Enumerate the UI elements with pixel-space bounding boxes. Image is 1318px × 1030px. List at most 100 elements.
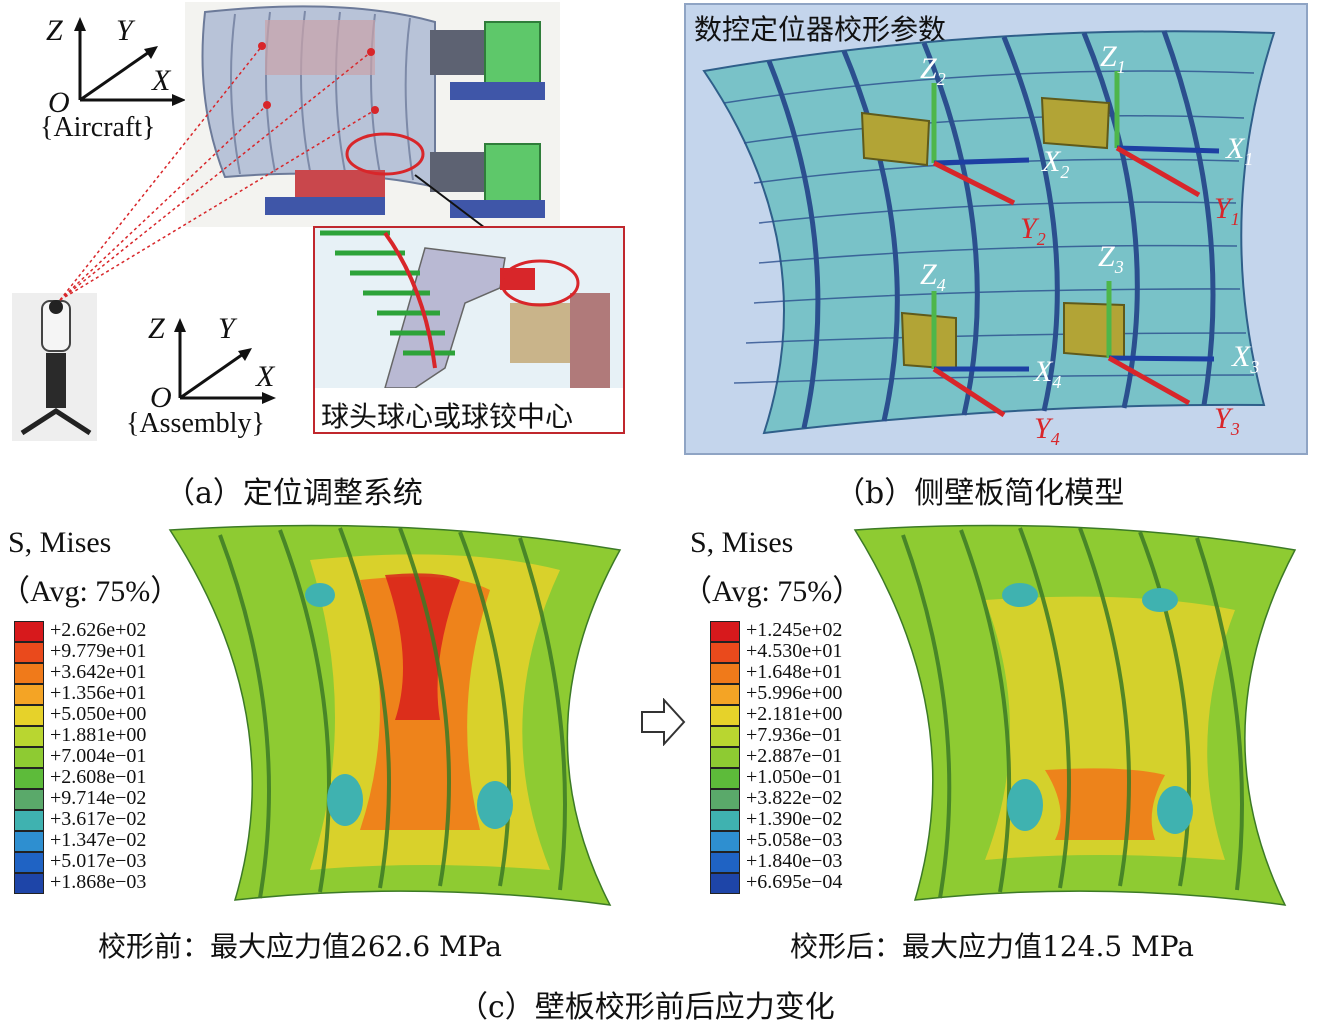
- legend-value: +3.642e+01: [50, 661, 147, 683]
- legend-value: +1.347e−02: [50, 829, 147, 851]
- legend-swatch: [710, 873, 740, 894]
- legend-row: +1.356e+01: [14, 682, 184, 705]
- before-legend-title: S, Mises: [8, 526, 112, 559]
- aircraft-o-label: O: [48, 86, 70, 119]
- legend-value: +2.608e−01: [50, 766, 147, 788]
- legend-row: +5.017e−03: [14, 850, 184, 873]
- legend-swatch: [710, 768, 740, 789]
- legend-row: +1.050e−01: [710, 766, 880, 789]
- legend-swatch: [14, 852, 44, 873]
- before-stress-contour: [168, 524, 622, 906]
- legend-row: +2.626e+02: [14, 619, 184, 642]
- after-legend-avg: （Avg: 75%）: [682, 575, 863, 608]
- frame1-z-label: Z1: [1100, 40, 1126, 77]
- legend-swatch: [14, 873, 44, 894]
- legend-value: +1.390e−02: [746, 808, 843, 830]
- legend-value: +1.868e−03: [50, 871, 147, 893]
- measurement-lines: [59, 45, 498, 301]
- panel-b-title: 数控定位器校形参数: [694, 13, 947, 46]
- fixture-assembly-render: [185, 2, 560, 227]
- legend-swatch: [14, 726, 44, 747]
- legend-value: +3.617e−02: [50, 808, 147, 830]
- assembly-frame-axes: [174, 318, 276, 404]
- legend-swatch: [710, 705, 740, 726]
- frame2-z-label: Z2: [920, 52, 946, 89]
- aircraft-y-label: Y: [116, 14, 133, 47]
- frame3-x-label: X3: [1232, 340, 1260, 377]
- legend-value: +1.648e+01: [746, 661, 843, 683]
- frame4-y-label: Y4: [1034, 412, 1060, 449]
- legend-swatch: [14, 621, 44, 642]
- panel-c-caption: （c）壁板校形前后应力变化: [458, 990, 835, 1025]
- legend-swatch: [14, 831, 44, 852]
- legend-value: +6.695e−04: [746, 871, 843, 893]
- legend-row: +4.530e+01: [710, 640, 880, 663]
- legend-swatch: [14, 789, 44, 810]
- after-result-text: 校形后：最大应力值124.5 MPa: [790, 930, 1195, 963]
- legend-value: +1.356e+01: [50, 682, 147, 704]
- legend-swatch: [710, 810, 740, 831]
- right-arrow-icon: [641, 698, 686, 746]
- frame2-y-label: Y2: [1020, 212, 1046, 249]
- after-legend-title: S, Mises: [690, 526, 794, 559]
- laser-tracker-render: [12, 293, 97, 441]
- legend-swatch: [14, 663, 44, 684]
- legend-row: +7.004e−01: [14, 745, 184, 768]
- legend-row: +7.936e−01: [710, 724, 880, 747]
- legend-row: +2.608e−01: [14, 766, 184, 789]
- legend-row: +2.181e+00: [710, 703, 880, 726]
- legend-row: +5.058e−03: [710, 829, 880, 852]
- legend-row: +2.887e−01: [710, 745, 880, 768]
- after-stress-contour: [853, 524, 1297, 906]
- assembly-frame-name: {Assembly}: [126, 408, 265, 439]
- legend-value: +7.936e−01: [746, 724, 843, 746]
- assembly-y-label: Y: [218, 312, 235, 345]
- legend-swatch: [14, 810, 44, 831]
- legend-value: +1.840e−03: [746, 850, 843, 872]
- aircraft-z-label: Z: [46, 14, 63, 47]
- legend-swatch: [14, 642, 44, 663]
- legend-value: +7.004e−01: [50, 745, 147, 767]
- legend-value: +1.881e+00: [50, 724, 147, 746]
- legend-value: +4.530e+01: [746, 640, 843, 662]
- legend-row: +1.347e−02: [14, 829, 184, 852]
- legend-value: +1.245e+02: [746, 619, 843, 641]
- legend-swatch: [710, 852, 740, 873]
- legend-value: +5.050e+00: [50, 703, 147, 725]
- legend-swatch: [710, 621, 740, 642]
- inset-caption: 球头球心或球铰中心: [321, 400, 574, 433]
- legend-row: +1.840e−03: [710, 850, 880, 873]
- legend-swatch: [710, 684, 740, 705]
- legend-row: +1.881e+00: [14, 724, 184, 747]
- aircraft-frame-axes: [74, 17, 186, 106]
- legend-value: +2.626e+02: [50, 619, 147, 641]
- inset-render: [315, 228, 623, 388]
- legend-row: +1.245e+02: [710, 619, 880, 642]
- legend-swatch: [710, 831, 740, 852]
- legend-swatch: [14, 684, 44, 705]
- legend-swatch: [710, 789, 740, 810]
- legend-row: +9.714e−02: [14, 787, 184, 810]
- legend-row: +1.648e+01: [710, 661, 880, 684]
- frame4-x-label: X4: [1034, 355, 1062, 392]
- legend-row: +5.996e+00: [710, 682, 880, 705]
- frame1-y-label: Y1: [1214, 192, 1240, 229]
- legend-value: +5.996e+00: [746, 682, 843, 704]
- legend-value: +2.887e−01: [746, 745, 843, 767]
- frame2-x-label: X2: [1042, 145, 1070, 182]
- legend-swatch: [14, 705, 44, 726]
- legend-row: +3.642e+01: [14, 661, 184, 684]
- legend-row: +6.695e−04: [710, 871, 880, 894]
- legend-value: +5.058e−03: [746, 829, 843, 851]
- legend-swatch: [710, 663, 740, 684]
- legend-row: +9.779e+01: [14, 640, 184, 663]
- legend-swatch: [14, 768, 44, 789]
- side-panel-model: [702, 30, 1276, 435]
- aircraft-x-label: X: [152, 64, 171, 97]
- legend-swatch: [710, 747, 740, 768]
- before-legend: +2.626e+02+9.779e+01+3.642e+01+1.356e+01…: [14, 619, 184, 896]
- frame3-z-label: Z3: [1098, 240, 1124, 277]
- legend-swatch: [710, 642, 740, 663]
- panel-a-caption: （a）定位调整系统: [165, 476, 423, 511]
- inset-detail: 球头球心或球铰中心: [313, 226, 625, 434]
